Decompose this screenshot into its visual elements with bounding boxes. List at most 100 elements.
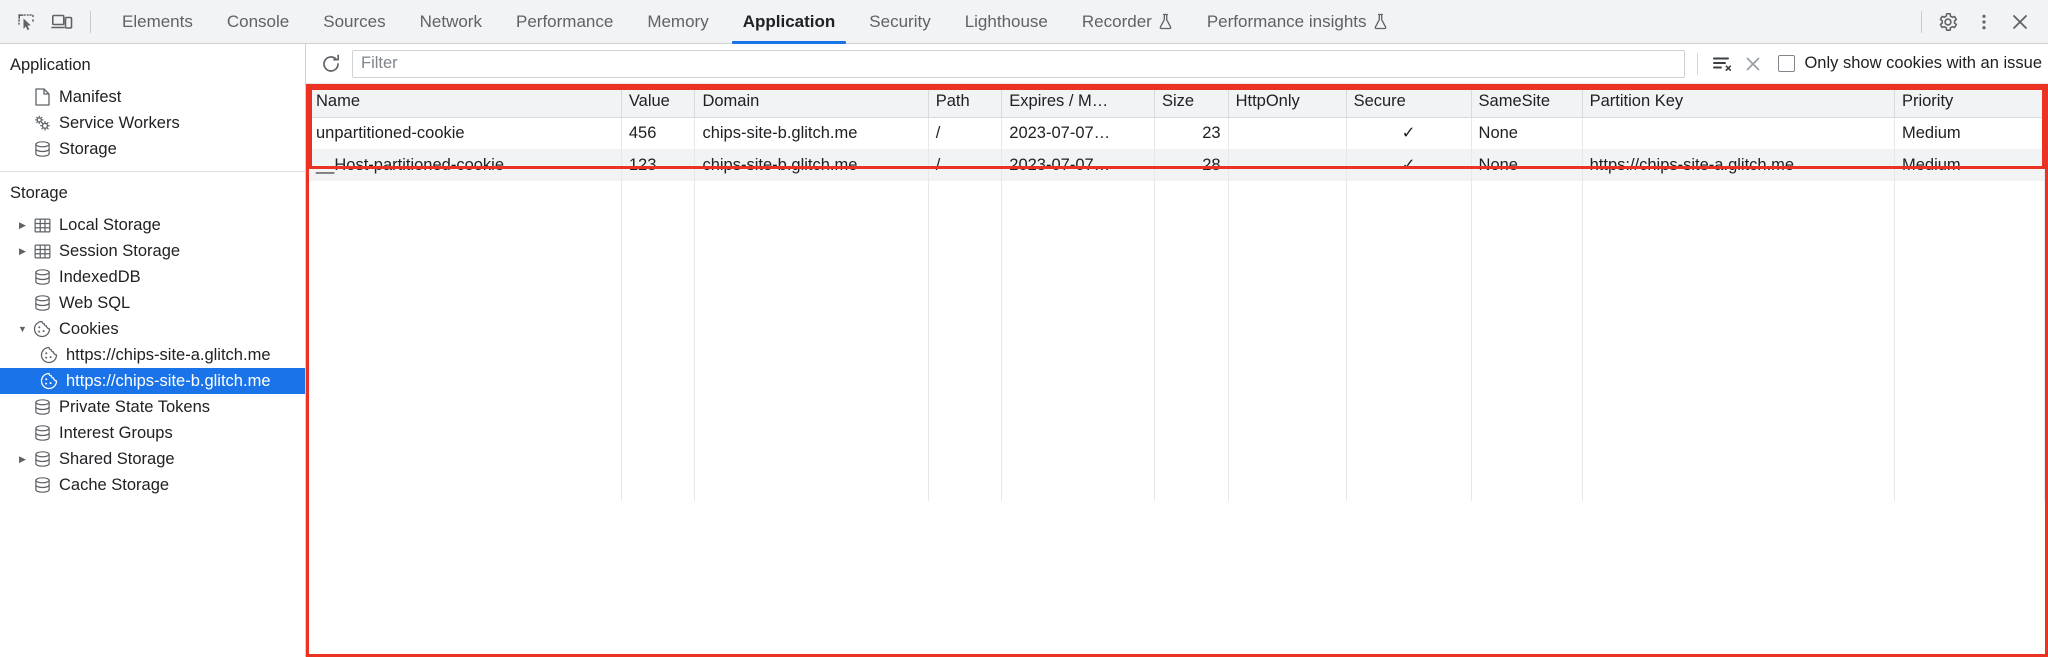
tab-console[interactable]: Console (210, 0, 306, 44)
sidebar-item-web-sql[interactable]: ▶ Web SQL (0, 290, 305, 316)
column-header-path[interactable]: Path (928, 87, 1003, 118)
tab-elements[interactable]: Elements (105, 0, 210, 44)
cell-secure: ✓ (1346, 117, 1472, 149)
cell-httponly (1228, 149, 1347, 181)
filterbar-divider (1697, 52, 1699, 75)
sidebar-item-label: Cookies (59, 319, 119, 338)
cookies-filter-toolbar: Only show cookies with an issue (306, 44, 2048, 84)
column-header-expires[interactable]: Expires / M… (1001, 87, 1155, 118)
close-icon[interactable] (2002, 5, 2038, 39)
tab-label: Memory (647, 11, 709, 31)
sidebar-item-label: IndexedDB (59, 267, 141, 286)
cell-value: 123 (621, 149, 696, 181)
cookie-icon (38, 345, 60, 365)
sidebar-item-cookies-chips-site-b[interactable]: https://chips-site-b.glitch.me (0, 368, 305, 394)
tab-performance-insights[interactable]: Performance insights (1190, 0, 1405, 44)
column-header-secure[interactable]: Secure (1346, 87, 1472, 118)
only-issues-checkbox-label: Only show cookies with an issue (1804, 54, 2042, 72)
sidebar-item-cache-storage[interactable]: ▶ Cache Storage (0, 472, 305, 498)
tab-sources[interactable]: Sources (306, 0, 402, 44)
database-icon (31, 397, 53, 417)
sidebar-item-manifest[interactable]: ▶ Manifest (0, 84, 305, 110)
sidebar-item-label: Local Storage (59, 215, 161, 234)
gears-icon (31, 113, 53, 133)
column-header-name[interactable]: Name (309, 87, 622, 118)
database-icon (31, 449, 53, 469)
cookies-panel: Only show cookies with an issue Name Val… (306, 44, 2048, 657)
column-header-priority[interactable]: Priority (1894, 87, 2045, 118)
chevron-right-icon[interactable]: ▶ (19, 219, 26, 230)
sidebar-item-session-storage[interactable]: ▶ Session Storage (0, 238, 305, 264)
sidebar-item-local-storage[interactable]: ▶ Local Storage (0, 212, 305, 238)
sidebar-item-label: Session Storage (59, 241, 181, 260)
table-row[interactable]: unpartitioned-cookie 456 chips-site-b.gl… (309, 117, 2045, 149)
sidebar-item-service-workers[interactable]: ▶ Service Workers (0, 110, 305, 136)
table-icon (31, 241, 53, 261)
sidebar-item-cookies[interactable]: ▼ Cookies (0, 316, 305, 342)
sidebar-item-label: Manifest (59, 87, 122, 106)
kebab-menu-icon[interactable] (1966, 5, 2002, 39)
cell-value: 456 (621, 117, 696, 149)
cookies-table: Name Value Domain Path Expires / M… Size… (309, 87, 2045, 501)
filter-input[interactable] (352, 49, 1686, 78)
column-header-value[interactable]: Value (621, 87, 696, 118)
sidebar-item-label: Web SQL (59, 293, 131, 312)
table-empty-row (309, 405, 2045, 437)
chevron-right-icon[interactable]: ▶ (19, 453, 26, 464)
sidebar-item-label: Cache Storage (59, 475, 170, 494)
tab-performance[interactable]: Performance (499, 0, 630, 44)
column-header-size[interactable]: Size (1154, 87, 1229, 118)
sidebar-item-interest-groups[interactable]: ▶ Interest Groups (0, 420, 305, 446)
clear-filtered-cookies-icon[interactable] (1708, 50, 1738, 78)
column-header-partition-key[interactable]: Partition Key (1582, 87, 1895, 118)
device-toolbar-icon[interactable] (44, 5, 80, 39)
cell-secure: ✓ (1346, 149, 1472, 181)
table-empty-row (309, 213, 2045, 245)
database-icon (31, 293, 53, 313)
sidebar-item-private-state-tokens[interactable]: ▶ Private State Tokens (0, 394, 305, 420)
sidebar-item-storage[interactable]: ▶ Storage (0, 136, 305, 162)
tab-network[interactable]: Network (403, 0, 499, 44)
chevron-down-icon[interactable]: ▼ (18, 324, 27, 334)
sidebar-item-cookies-chips-site-a[interactable]: https://chips-site-a.glitch.me (0, 342, 305, 368)
inspect-element-icon[interactable] (8, 5, 44, 39)
document-icon (31, 87, 53, 107)
chevron-right-icon[interactable]: ▶ (19, 245, 26, 256)
tab-label: Sources (323, 11, 386, 31)
table-empty-row (309, 181, 2045, 213)
only-issues-checkbox[interactable] (1778, 55, 1796, 72)
clear-all-cookies-icon[interactable] (1738, 50, 1768, 78)
tab-label: Console (226, 11, 290, 31)
tab-security[interactable]: Security (852, 0, 947, 44)
column-header-httponly[interactable]: HttpOnly (1228, 87, 1347, 118)
database-icon (31, 475, 53, 495)
devtools-top-toolbar: Elements Console Sources Network Perform… (0, 0, 2048, 44)
tab-label: Recorder (1081, 11, 1152, 31)
tab-recorder[interactable]: Recorder (1065, 0, 1190, 44)
sidebar-item-shared-storage[interactable]: ▶ Shared Storage (0, 446, 305, 472)
column-header-samesite[interactable]: SameSite (1471, 87, 1583, 118)
table-row[interactable]: __Host-partitioned-cookie 123 chips-site… (309, 149, 2045, 181)
cell-size: 28 (1154, 149, 1229, 181)
cell-priority: Medium (1894, 149, 2045, 181)
sidebar-item-indexeddb[interactable]: ▶ IndexedDB (0, 264, 305, 290)
tab-application[interactable]: Application (726, 0, 853, 44)
sidebar-item-label: Storage (59, 139, 117, 158)
tab-memory[interactable]: Memory (630, 0, 725, 44)
table-empty-row (309, 469, 2045, 501)
table-empty-row (309, 373, 2045, 405)
cell-path: / (928, 117, 1003, 149)
refresh-icon[interactable] (316, 50, 346, 78)
table-empty-row (309, 437, 2045, 469)
table-header-row: Name Value Domain Path Expires / M… Size… (309, 87, 2045, 118)
only-issues-checkbox-row[interactable]: Only show cookies with an issue (1778, 54, 2042, 73)
gear-icon[interactable] (1930, 5, 1966, 39)
tab-lighthouse[interactable]: Lighthouse (948, 0, 1065, 44)
cell-expires: 2023-07-07… (1001, 149, 1155, 181)
cell-partition-key: https://chips-site-a.glitch.me (1582, 149, 1895, 181)
sidebar-section-storage: Storage ▶ Local Storage ▶ (0, 171, 305, 507)
column-header-domain[interactable]: Domain (694, 87, 929, 118)
database-icon (31, 139, 53, 159)
cookie-icon (38, 371, 60, 391)
